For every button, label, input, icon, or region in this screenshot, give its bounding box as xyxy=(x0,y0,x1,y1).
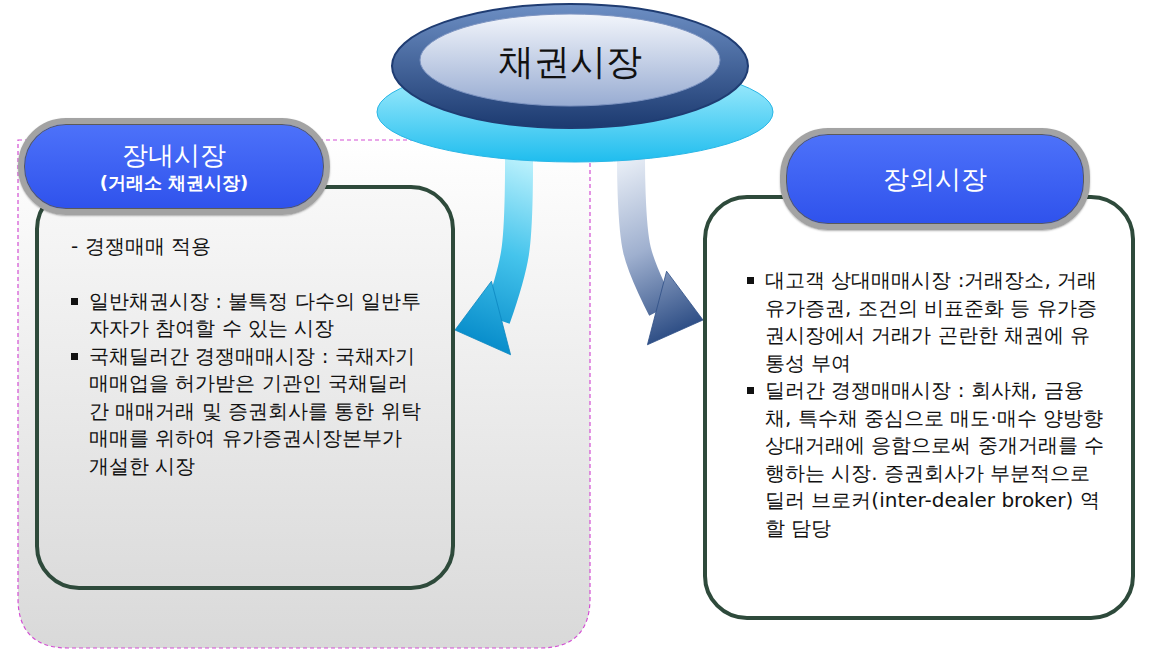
arrow-shaft xyxy=(631,158,662,309)
arrow-shaft xyxy=(496,158,519,319)
bullet-marker xyxy=(747,277,754,284)
body-text: - 경쟁매매 적용 xyxy=(71,233,425,261)
list-item: - 경쟁매매 적용 xyxy=(71,233,425,261)
root-title: 채권시장 xyxy=(375,38,765,86)
body-text: 국채딜러간 경쟁매매시장 : 국채자기매매업을 허가받은 기관인 국채딜러간 매… xyxy=(89,343,425,481)
market-title: 장내시장 xyxy=(122,139,226,172)
list-item: 일반채권시장 : 불특정 다수의 일반투자자가 참여할 수 있는 시장 xyxy=(71,288,425,343)
bullet-marker xyxy=(71,298,78,305)
header-pill: 장내시장(거래소 채권시장) xyxy=(18,118,330,215)
flow-arrow xyxy=(631,158,703,345)
body-text: 대고객 상대매매시장 :거래장소, 거래유가증권, 조건의 비표준화 등 유가증… xyxy=(765,267,1109,377)
box-content: - 경쟁매매 적용일반채권시장 : 불특정 다수의 일반투자자가 참여할 수 있… xyxy=(71,233,425,480)
list-item: 대고객 상대매매시장 :거래장소, 거래유가증권, 조건의 비표준화 등 유가증… xyxy=(747,267,1109,377)
root-ellipse: 채권시장 xyxy=(375,0,775,165)
market-title: 장외시장 xyxy=(883,163,987,196)
body-text: 일반채권시장 : 불특정 다수의 일반투자자가 참여할 수 있는 시장 xyxy=(89,288,425,343)
box-content: 대고객 상대매매시장 :거래장소, 거래유가증권, 조건의 비표준화 등 유가증… xyxy=(747,267,1109,542)
list-item: 국채딜러간 경쟁매매시장 : 국채자기매매업을 허가받은 기관인 국채딜러간 매… xyxy=(71,343,425,481)
header-pill: 장외시장 xyxy=(780,128,1090,230)
content-box: 대고객 상대매매시장 :거래장소, 거래유가증권, 조건의 비표준화 등 유가증… xyxy=(703,195,1135,620)
group-region xyxy=(18,140,590,648)
market-subtitle: (거래소 채권시장) xyxy=(100,172,249,195)
ellipse-shape xyxy=(375,0,775,165)
bullet-marker xyxy=(747,387,754,394)
arrow-head xyxy=(647,271,703,345)
body-text: 딜러간 경쟁매매시장 : 회사채, 금융채, 특수채 중심으로 매도·매수 양방… xyxy=(765,377,1109,542)
bullet-marker xyxy=(71,353,78,360)
content-box: - 경쟁매매 적용일반채권시장 : 불특정 다수의 일반투자자가 참여할 수 있… xyxy=(35,185,455,590)
list-item: 딜러간 경쟁매매시장 : 회사채, 금융채, 특수채 중심으로 매도·매수 양방… xyxy=(747,377,1109,542)
arrow-head xyxy=(455,281,511,355)
flow-arrow xyxy=(455,158,519,355)
